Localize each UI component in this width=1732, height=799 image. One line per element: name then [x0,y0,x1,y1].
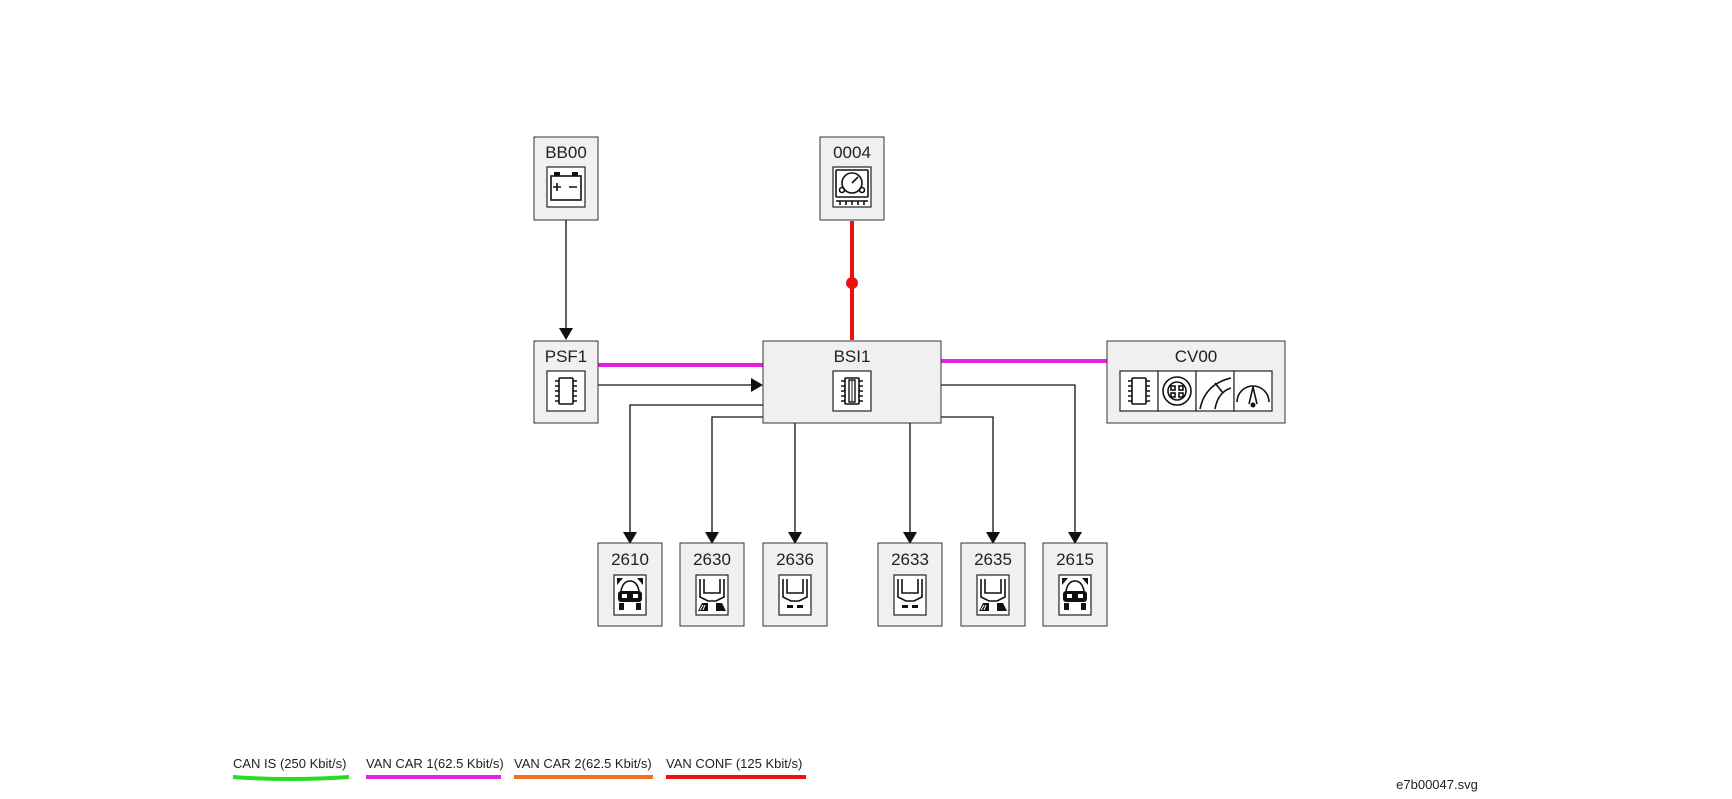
node-2630[interactable]: 2630 [679,542,745,627]
fuse-box-icon [832,370,872,412]
node-bsi1[interactable]: BSI1 [762,340,942,424]
wiper-icon [1195,370,1235,412]
rear-fog-icon [778,574,812,616]
node-label: 2633 [891,550,929,569]
switch-pad-icon [1157,370,1197,412]
node-label: 0004 [833,143,871,162]
node-label: BSI1 [834,347,871,366]
rear-lamp-icon [695,574,729,616]
node-label: BB00 [545,143,587,162]
rear-lamp-icon [976,574,1010,616]
legend-label: VAN CAR 2(62.5 Kbit/s) [514,756,652,771]
legend: CAN IS (250 Kbit/s) VAN CAR 1(62.5 Kbit/… [232,756,806,781]
node-label: CV00 [1175,347,1218,366]
node-label: 2615 [1056,550,1094,569]
node-label: PSF1 [545,347,588,366]
legend-label: VAN CAR 1(62.5 Kbit/s) [366,756,504,771]
legend-swatch [232,775,350,781]
legend-label: CAN IS (250 Kbit/s) [233,756,346,771]
node-0004[interactable]: 0004 [819,136,885,221]
bus-junction-dot [846,277,858,289]
node-label: 2610 [611,550,649,569]
legend-label: VAN CONF (125 Kbit/s) [666,756,802,771]
wire-bsi1-2615 [941,384,1082,544]
node-bb00[interactable]: BB00 [533,136,599,221]
wire-bsi1-2630 [705,416,763,544]
lighting-stalk-icon [1233,370,1273,412]
node-2615[interactable]: 2615 [1042,542,1108,627]
instrument-panel-icon [832,166,872,208]
node-label: 2630 [693,550,731,569]
van-conf-bus [846,221,858,340]
ecu-chip-icon [546,370,586,412]
legend-item-van-car-1: VAN CAR 1(62.5 Kbit/s) [366,756,504,779]
node-label: 2635 [974,550,1012,569]
wiring [559,220,1082,544]
front-lamp-icon [613,574,647,616]
legend-item-can-is: CAN IS (250 Kbit/s) [232,756,350,781]
file-name: e7b00047.svg [1396,777,1478,792]
node-2636[interactable]: 2636 [762,542,828,627]
node-2633[interactable]: 2633 [877,542,943,627]
wire-bsi1-2635 [941,416,1000,544]
node-psf1[interactable]: PSF1 [533,340,599,424]
node-cv00[interactable]: CV00 [1106,340,1286,424]
front-lamp-icon [1058,574,1092,616]
battery-icon [546,166,586,208]
node-label: 2636 [776,550,814,569]
legend-item-van-car-2: VAN CAR 2(62.5 Kbit/s) [514,756,653,779]
node-2635[interactable]: 2635 [960,542,1026,627]
wire-bsi1-2610 [623,404,763,544]
legend-item-van-conf: VAN CONF (125 Kbit/s) [666,756,806,779]
rear-fog-icon [893,574,927,616]
ecu-chip-icon [1119,370,1159,412]
van-car-1-bus [598,359,1107,367]
node-2610[interactable]: 2610 [597,542,663,627]
